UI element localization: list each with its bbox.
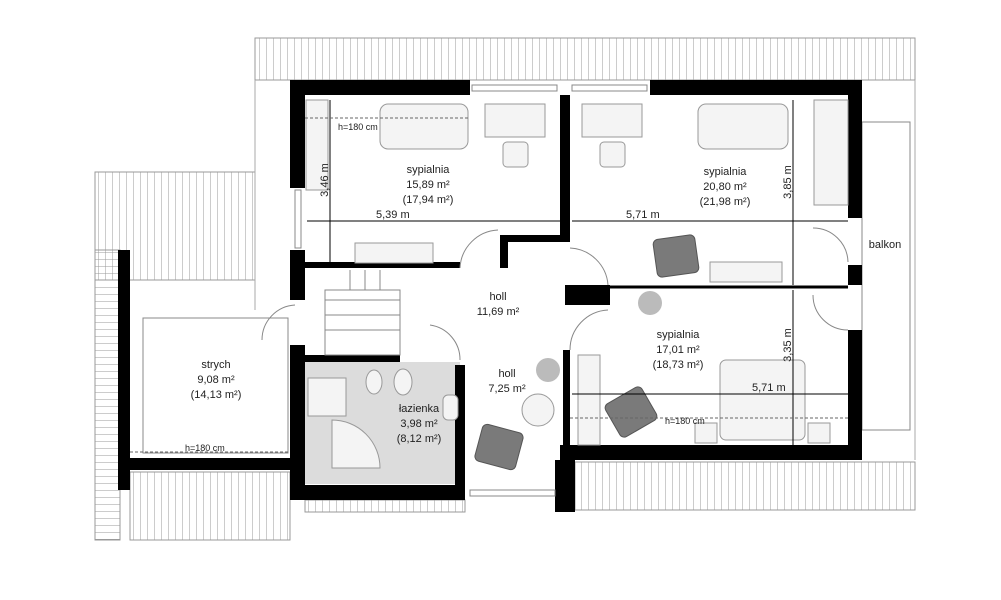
sink-icon [442,394,459,421]
height-note: h=180 cm [185,443,225,453]
bed-icon [697,103,789,150]
dresser-icon [354,242,434,264]
furniture [142,99,849,471]
desk-icon [581,103,643,138]
room-area: 3,98 m² [400,418,438,430]
bed-icon [719,359,806,441]
room-width: 5,39 m [376,209,410,221]
table-icon [521,393,555,427]
room-area-gross: (14,13 m²) [191,389,242,401]
room-area: 15,89 m² [406,179,450,191]
dimension-lines [130,100,848,453]
walls [118,80,862,512]
plant-icon [536,358,560,382]
shower-icon [307,377,347,417]
room-area-gross: (18,73 m²) [653,359,704,371]
room-name: balkon [869,239,901,251]
room-depth: 3,35 m [782,328,794,362]
room-name: sypialnia [704,166,748,178]
stairs-icon [324,270,401,356]
wardrobe-icon [813,99,849,206]
wardrobe-icon [305,99,329,191]
room-area-gross: (8,12 m²) [397,433,442,445]
room-depth: 3,85 m [782,165,794,199]
wardrobe-icon [577,354,601,446]
room-name: holl [489,291,506,303]
armchair-icon [652,234,700,278]
room-name: sypialnia [407,164,451,176]
room-depth: 3,46 m [319,163,331,197]
room-area-gross: (17,94 m²) [403,194,454,206]
room-name: sypialnia [657,329,701,341]
toilet-icon [393,368,413,396]
bathtub-icon [331,419,381,469]
room-name: holl [498,368,515,380]
room-area: 7,25 m² [488,383,526,395]
armchair-icon [474,423,524,471]
desk-icon [484,103,546,138]
room-name: łazienka [399,403,440,415]
room-area: 20,80 m² [703,181,747,193]
windows [294,84,648,497]
toilet-icon [365,369,383,395]
doors[interactable] [261,227,849,361]
height-note: h=180 cm [665,416,705,426]
room-width: 5,71 m [752,382,786,394]
balcony-outline [861,121,911,431]
attic-outline [142,317,289,454]
chair-icon [502,141,529,168]
bed-icon [379,103,469,150]
chair-icon [599,141,626,168]
dresser-icon [709,261,783,283]
room-name: strych [201,359,230,371]
height-note: h=180 cm [338,122,378,132]
plant-icon [638,291,662,315]
armchair-icon [604,386,658,438]
room-width: 5,71 m [626,209,660,221]
room-area-gross: (21,98 m²) [700,196,751,208]
room-area: 9,08 m² [197,374,235,386]
room-area: 17,01 m² [656,344,700,356]
room-area: 11,69 m² [477,306,520,318]
